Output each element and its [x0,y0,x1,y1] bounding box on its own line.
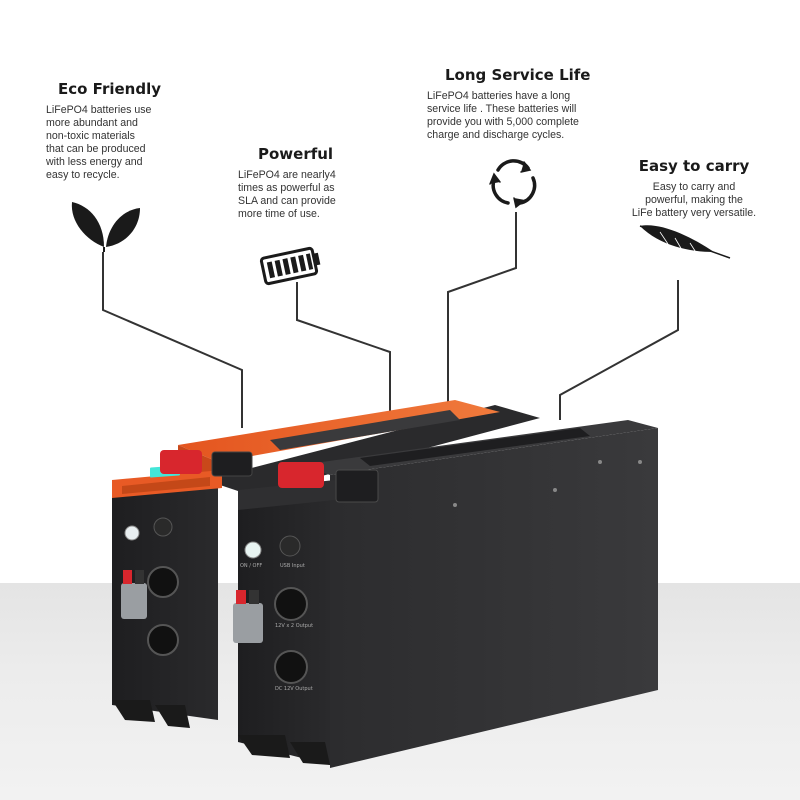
recycle-arrows-icon [489,159,537,209]
feature-long-service-life: Long Service Life LiFePO4 batteries have… [427,66,627,142]
desc-line: with less energy and [46,156,143,168]
feature-description: LiFePO4 batteries have a long service li… [427,90,627,142]
desc-line: LiFePO4 are nearly4 [238,169,336,181]
battery-icon [259,246,321,286]
feature-title: Easy to carry [638,157,750,175]
desc-line: Easy to carry and [652,181,736,193]
feature-description: LiFePO4 batteries use more abundant and … [46,104,181,182]
desc-line: provide you with 5,000 complete [427,116,579,128]
feature-title: Long Service Life [445,66,591,84]
output-label-1: 12V x 2 Output [275,623,313,629]
leaves-icon [71,202,140,252]
desc-line: that can be produced [46,143,146,155]
feature-title: Eco Friendly [58,80,162,98]
feather-icon [639,225,731,259]
feature-description: LiFePO4 are nearly4 times as powerful as… [238,169,363,221]
on-off-label: ON / OFF [240,563,262,569]
feature-eco-friendly: Eco Friendly LiFePO4 batteries use more … [46,80,181,182]
black-battery: ON / OFF USB Input 12V x 2 Output DC 12V… [233,420,658,768]
feature-title: Powerful [258,145,334,163]
usb-label: USB Input [280,563,305,569]
desc-line: more abundant and [46,117,138,129]
desc-line: LiFePO4 batteries have a long [427,90,571,102]
desc-line: LiFePO4 batteries use [46,104,152,116]
desc-line: SLA and can provide [238,195,336,207]
output-label-2: DC 12V Output [275,686,313,692]
feature-description: Easy to carry and powerful, making the L… [614,181,774,220]
desc-line: non-toxic materials [46,130,135,142]
desc-line: LiFe battery very versatile. [631,207,757,219]
desc-line: times as powerful as [238,182,335,194]
desc-line: easy to recycle. [46,169,120,181]
desc-line: charge and discharge cycles. [427,129,565,141]
feature-powerful: Powerful LiFePO4 are nearly4 times as po… [238,145,363,221]
callout-lines [102,212,679,428]
desc-line: service life . These batteries will [427,103,577,115]
desc-line: powerful, making the [645,194,743,206]
feature-easy-to-carry: Easy to carry Easy to carry and powerful… [614,157,774,220]
desc-line: more time of use. [238,208,320,220]
